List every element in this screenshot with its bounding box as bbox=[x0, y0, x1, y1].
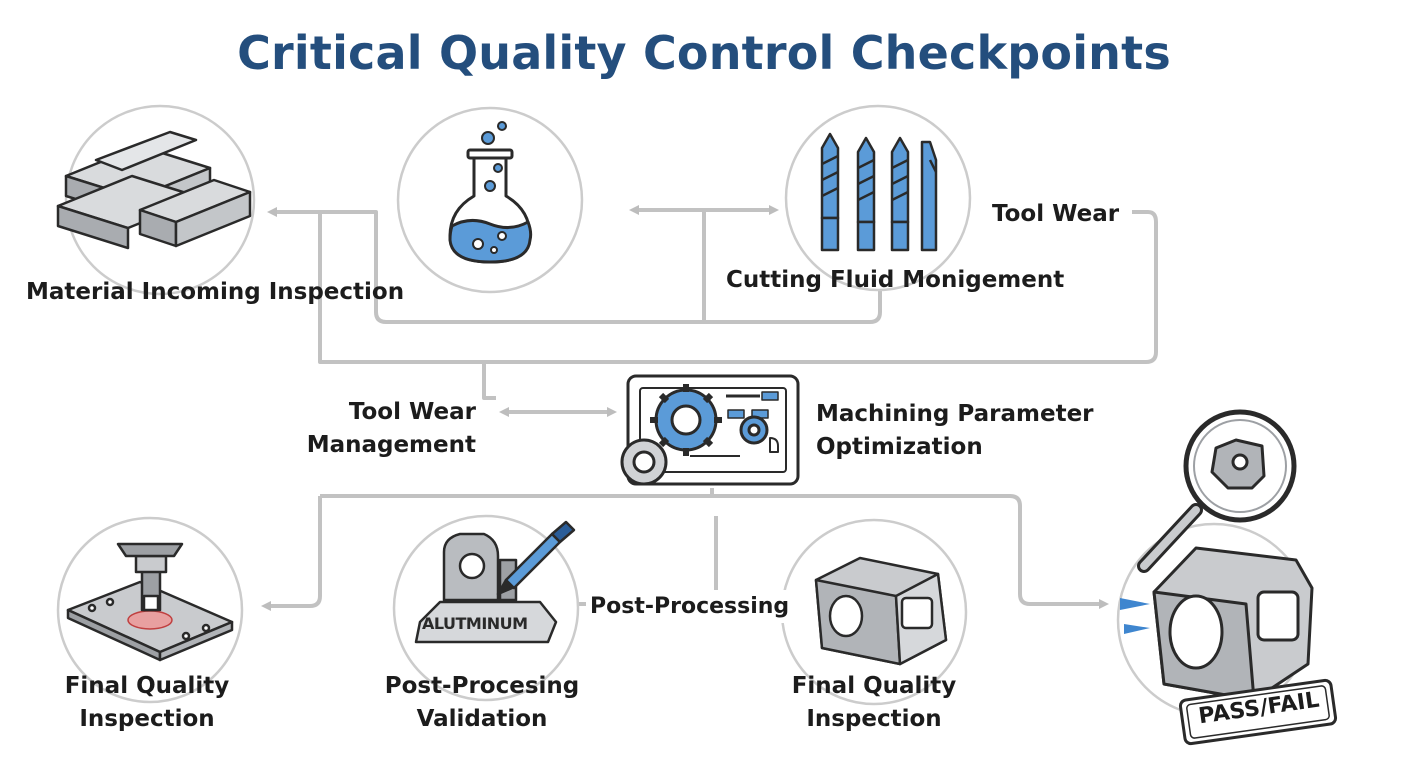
label-post-validation-line2: Validation bbox=[416, 706, 548, 732]
circle-drills bbox=[784, 104, 972, 292]
label-final-quality-left-line1: Final Quality bbox=[64, 673, 230, 699]
label-tool-wear-management-line1: Tool Wear bbox=[348, 399, 476, 425]
connector-down-mgmt bbox=[482, 362, 496, 400]
label-machining-parameter-line2: Optimization bbox=[816, 434, 983, 460]
monitor-gears-icon bbox=[620, 374, 800, 486]
connector-bottom-branch bbox=[320, 494, 1109, 609]
label-machining-parameter: Machining Parameter Optimization bbox=[816, 398, 1094, 464]
pass-fail-stamp-icon bbox=[1178, 678, 1338, 746]
connector-right-loop bbox=[480, 210, 1158, 364]
aluminum-plate-text: ALUTMINUM bbox=[422, 614, 528, 633]
label-tool-wear-management: Tool Wear Management bbox=[290, 396, 476, 462]
magnifier-part-icon bbox=[1120, 409, 1314, 702]
label-final-quality-right-line1: Final Quality bbox=[791, 673, 957, 699]
connector-inner-loop bbox=[320, 210, 882, 324]
label-final-quality-right-line2: Inspection bbox=[806, 706, 942, 732]
fixture-plate-icon bbox=[66, 542, 234, 662]
machined-housing-icon bbox=[814, 556, 948, 666]
label-final-quality-left: Final Quality Inspection bbox=[40, 670, 254, 736]
label-tool-wear-top: Tool Wear bbox=[992, 201, 1120, 227]
page-title: Critical Quality Control Checkpoints bbox=[237, 26, 1171, 80]
label-machining-parameter-line1: Machining Parameter bbox=[816, 401, 1094, 427]
aluminum-bars-icon bbox=[56, 130, 252, 250]
label-final-quality-right: Final Quality Inspection bbox=[764, 670, 984, 736]
label-tool-wear-management-line2: Management bbox=[306, 432, 476, 458]
label-material-incoming: Material Incoming Inspection bbox=[26, 279, 405, 305]
label-cutting-fluid: Cutting Fluid Monigement bbox=[726, 267, 1065, 293]
flask-icon bbox=[448, 121, 533, 264]
drill-bits-icon bbox=[820, 132, 938, 252]
aluminum-part-icon bbox=[414, 520, 576, 644]
label-post-validation-line1: Post-Procesing bbox=[384, 673, 580, 699]
connector-left-loop bbox=[318, 212, 480, 364]
label-post-processing: Post-Processing bbox=[588, 590, 792, 623]
label-final-quality-left-line2: Inspection bbox=[79, 706, 215, 732]
connector-to-final-left bbox=[261, 496, 322, 611]
label-post-validation: Post-Procesing Validation bbox=[370, 670, 594, 736]
